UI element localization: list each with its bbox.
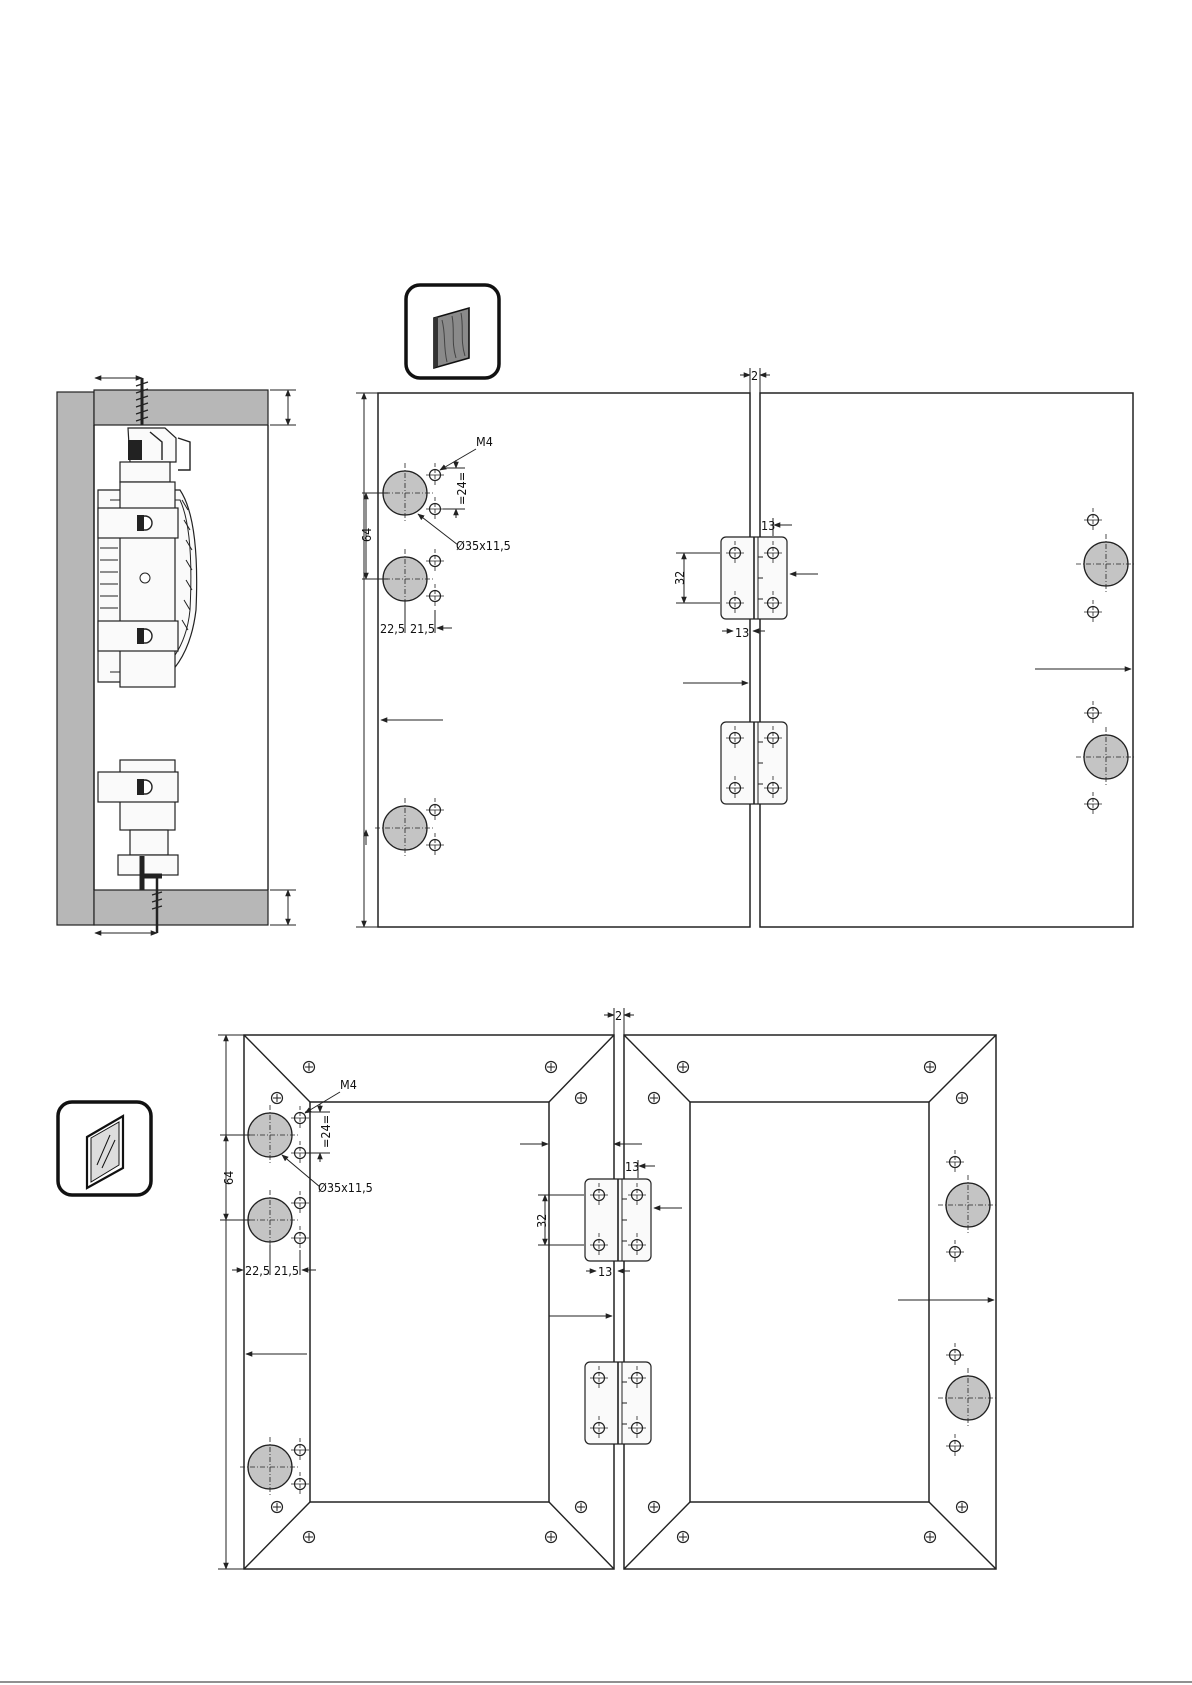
edge-offset-label: 22,5 [380, 621, 405, 636]
hinge-height-label-2: 32 [534, 1214, 549, 1228]
gap-label-2: 2 [615, 1008, 622, 1023]
edge-offset-label-2: 22,5 [245, 1263, 270, 1278]
glass-door-icon [58, 1102, 151, 1195]
hinge-offset-bottom: 13 [735, 625, 749, 640]
wood-door-icon [406, 285, 499, 378]
wood-door-drawing: 2 64 22,5 21,5 M4 [356, 368, 1136, 927]
thread-label-2: M4 [340, 1077, 357, 1092]
hinge-plate-1 [721, 537, 787, 619]
spacing-label-2: 64 [221, 1171, 236, 1185]
gap-label: 2 [751, 368, 758, 383]
thread-label: M4 [476, 434, 493, 449]
pin-offset-label-2: 21,5 [274, 1263, 299, 1278]
hinge-offset-bottom-2: 13 [598, 1264, 612, 1279]
cup-label-2: Ø35x11,5 [318, 1180, 373, 1195]
side-section-view [57, 378, 296, 933]
cup-label: Ø35x11,5 [456, 538, 511, 553]
hinge-offset-top-2: 13 [625, 1159, 639, 1174]
pitch-label-2: =24= [318, 1115, 333, 1148]
spacing-label: 64 [359, 528, 374, 542]
glass-door-drawing: 2 64 22,5 21,5 M4 =2 [218, 1008, 998, 1569]
right-wood-door [760, 393, 1133, 927]
pitch-label: =24= [454, 472, 469, 505]
hinge-height-label: 32 [672, 571, 687, 585]
hinge-plate-2 [721, 722, 787, 804]
pin-offset-label: 21,5 [410, 621, 435, 636]
hinge-offset-top: 13 [761, 518, 775, 533]
